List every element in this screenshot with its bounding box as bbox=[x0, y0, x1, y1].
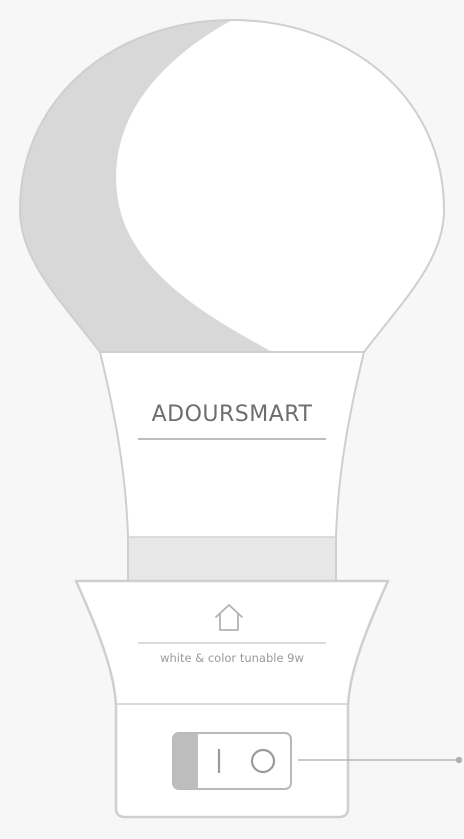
bulb-neck bbox=[100, 352, 364, 537]
brand-name: ADOURSMART bbox=[151, 402, 313, 427]
switch-shadow bbox=[173, 733, 198, 789]
bulb-band bbox=[128, 537, 336, 581]
power-off-icon bbox=[250, 748, 276, 774]
product-tagline: white & color tunable 9w bbox=[160, 651, 304, 665]
power-switch[interactable] bbox=[172, 732, 292, 790]
connector-dot bbox=[455, 756, 463, 764]
bulb-globe-outline bbox=[18, 18, 446, 353]
home-icon[interactable] bbox=[213, 601, 245, 633]
bulb-base bbox=[74, 579, 390, 819]
